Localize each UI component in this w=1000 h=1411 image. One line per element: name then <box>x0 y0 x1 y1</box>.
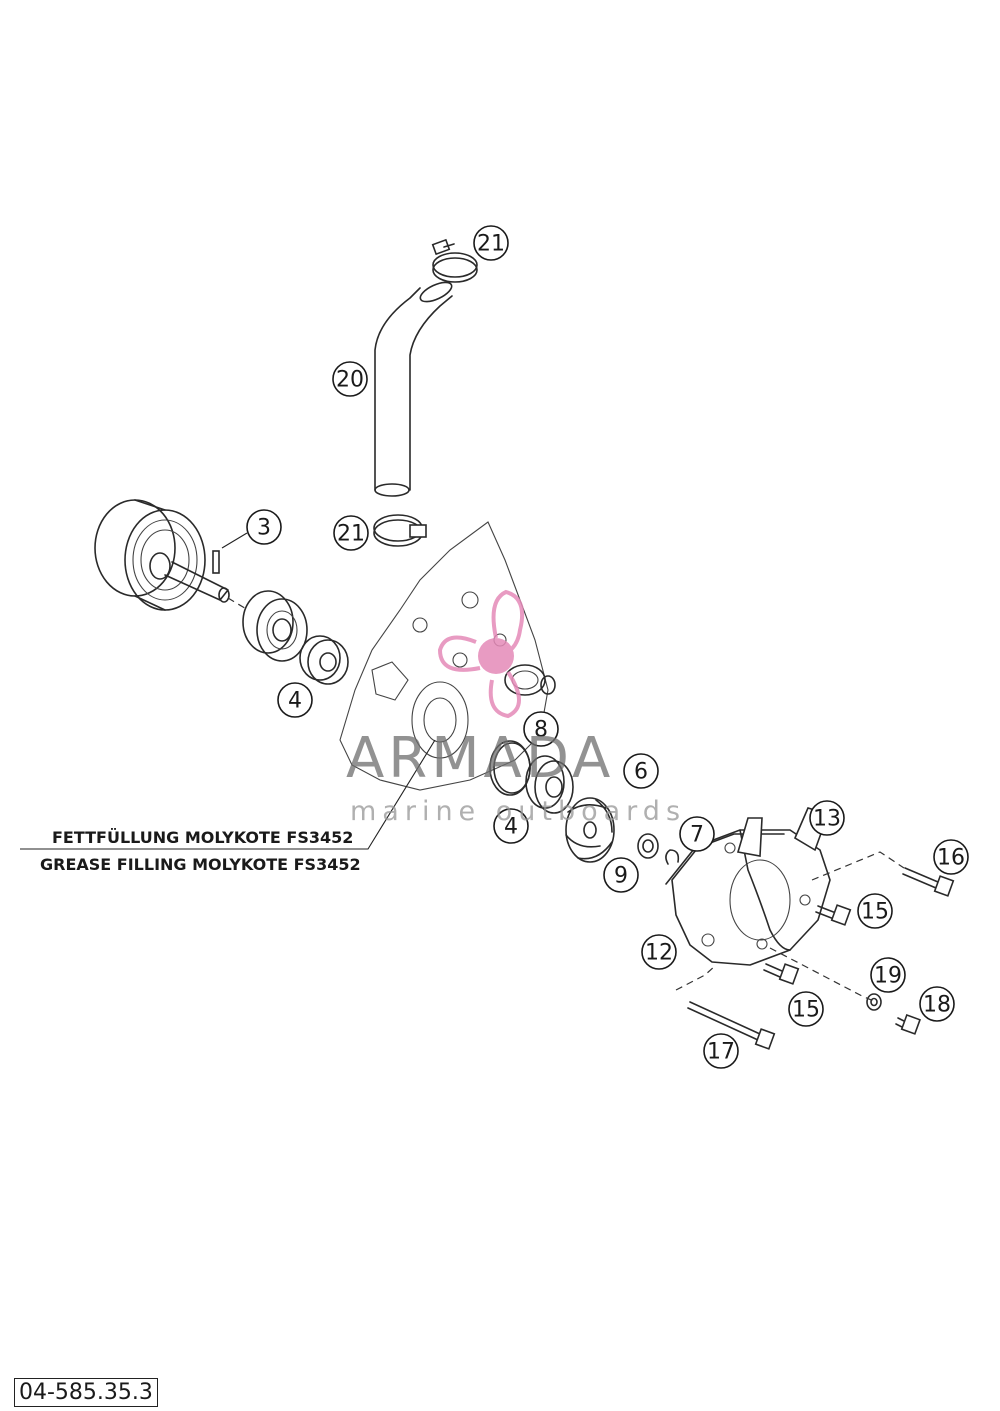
document-number: 04-585.35.3 <box>14 1378 158 1407</box>
callout-circle <box>870 957 906 993</box>
pump-drive-gear <box>94 499 230 611</box>
assembly-lines <box>227 597 905 1003</box>
callout-circle <box>623 753 659 789</box>
callout-circle <box>679 816 715 852</box>
callout-circle <box>333 515 369 551</box>
callout-number: 19 <box>874 964 902 989</box>
grease-note-english: GREASE FILLING MOLYKOTE FS3452 <box>40 855 361 874</box>
callout-13: 13 <box>809 800 845 836</box>
callout-circle <box>933 839 969 875</box>
callout-4: 4 <box>277 682 313 718</box>
callout-circle <box>473 225 509 261</box>
callout-16: 16 <box>933 839 969 875</box>
screw-17 <box>687 1001 776 1050</box>
callout-12: 12 <box>641 934 677 970</box>
coolant-hose <box>374 281 453 497</box>
o-ring <box>489 740 531 796</box>
callout-4: 4 <box>493 808 529 844</box>
callout-circle <box>809 800 845 836</box>
callout-circle <box>641 934 677 970</box>
callout-6: 6 <box>623 753 659 789</box>
callout-circle <box>523 711 559 747</box>
callout-number: 16 <box>937 846 965 871</box>
callout-circle <box>788 991 824 1027</box>
callout-circle <box>277 682 313 718</box>
circlip <box>665 849 680 865</box>
callout-number: 15 <box>792 998 820 1023</box>
callout-number: 18 <box>923 993 951 1018</box>
hose-clamp-upper <box>431 238 478 283</box>
callout-18: 18 <box>919 986 955 1022</box>
dowel-pin <box>212 532 248 574</box>
callout-21: 21 <box>473 225 509 261</box>
armada-logo-mark <box>437 589 525 719</box>
callout-circle <box>246 509 282 545</box>
callout-number: 17 <box>707 1040 735 1065</box>
callout-number: 13 <box>813 807 841 832</box>
washer <box>637 833 659 859</box>
callout-number: 15 <box>861 900 889 925</box>
callout-number: 21 <box>337 522 365 547</box>
ball-bearing-lower <box>525 755 574 814</box>
screw-18 <box>895 1014 921 1035</box>
callout-circle <box>703 1033 739 1069</box>
callout-number: 9 <box>614 864 628 889</box>
callout-3: 3 <box>246 509 282 545</box>
callout-17: 17 <box>703 1033 739 1069</box>
impeller <box>565 797 615 863</box>
callout-number: 3 <box>257 516 271 541</box>
callout-15: 15 <box>788 991 824 1027</box>
callout-19: 19 <box>870 957 906 993</box>
callout-number: 21 <box>477 232 505 257</box>
callout-circle <box>493 808 529 844</box>
callout-labels: 21 20 21 3 4 8 6 4 7 9 13 16 15 12 15 19 18 17 <box>246 225 969 1069</box>
watermark-tagline: marine outboards <box>350 796 687 827</box>
callout-number: 12 <box>645 941 673 966</box>
engine-cover-housing <box>339 521 556 791</box>
watermark-name: ARMADA <box>346 726 615 791</box>
callout-8: 8 <box>523 711 559 747</box>
callout-number: 4 <box>288 689 302 714</box>
callout-7: 7 <box>679 816 715 852</box>
callout-circle <box>332 361 368 397</box>
callout-number: 8 <box>534 718 548 743</box>
shaft-seal <box>299 635 349 685</box>
callout-20: 20 <box>332 361 368 397</box>
callout-15: 15 <box>857 893 893 929</box>
callout-21: 21 <box>333 515 369 551</box>
callout-circle <box>857 893 893 929</box>
callout-number: 20 <box>336 368 364 393</box>
callout-number: 4 <box>504 815 518 840</box>
screw-16 <box>902 867 955 897</box>
screw-15-upper <box>815 904 852 926</box>
callout-circle <box>603 857 639 893</box>
callout-9: 9 <box>603 857 639 893</box>
ball-bearing-upper <box>242 590 308 662</box>
screw-15-lower <box>763 963 800 985</box>
grease-note-german: FETTFÜLLUNG MOLYKOTE FS3452 <box>52 828 354 847</box>
note-leader-line <box>20 739 436 850</box>
callout-number: 6 <box>634 760 648 785</box>
hose-clamp-lower <box>373 514 427 547</box>
callout-circle <box>919 986 955 1022</box>
callout-number: 7 <box>690 823 704 848</box>
washer-19 <box>866 993 882 1011</box>
